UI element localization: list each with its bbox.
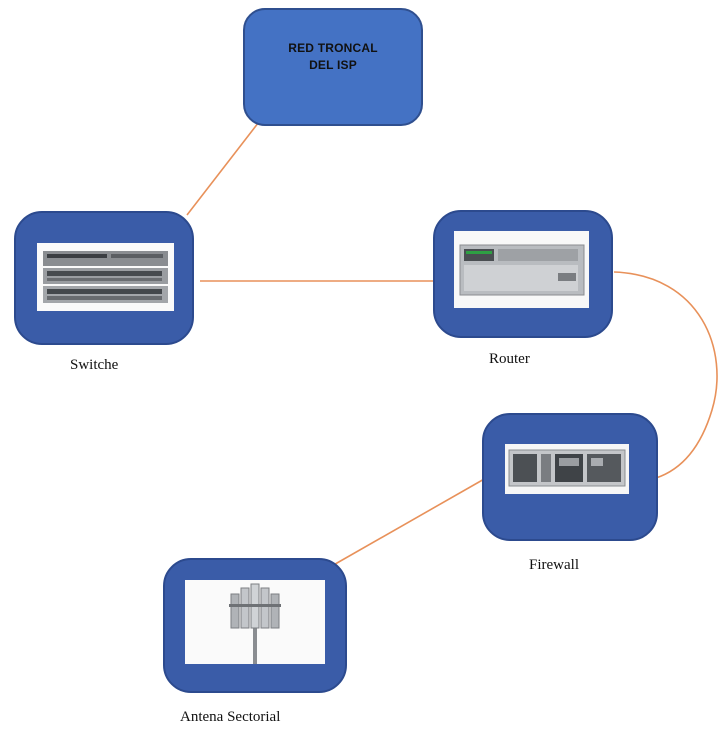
link-switch-isp	[186, 117, 263, 216]
link-firewall-antenna	[329, 477, 487, 568]
router-node	[433, 210, 613, 338]
sector-antenna-icon	[229, 583, 281, 664]
isp-title-line1: RED TRONCAL	[288, 41, 378, 55]
isp-backbone-node: RED TRONCAL DEL ISP	[243, 8, 423, 126]
switch-image-panel	[37, 243, 174, 311]
antenna-node	[163, 558, 347, 693]
firewall-appliance-icon	[508, 449, 626, 487]
router-label: Router	[489, 351, 530, 367]
switch-node	[14, 211, 194, 345]
firewall-label: Firewall	[529, 557, 579, 573]
firewall-node	[482, 413, 658, 541]
router-image-panel	[454, 231, 589, 308]
link-router-firewall	[613, 271, 718, 479]
switch-label: Switche	[70, 357, 119, 373]
firewall-image-panel	[505, 444, 629, 494]
antenna-image-panel	[185, 580, 325, 664]
isp-title-line2: DEL ISP	[309, 58, 357, 72]
antenna-label: Antena Sectorial	[180, 709, 281, 725]
router-icon	[459, 244, 585, 296]
network-switch-icon	[43, 251, 168, 303]
